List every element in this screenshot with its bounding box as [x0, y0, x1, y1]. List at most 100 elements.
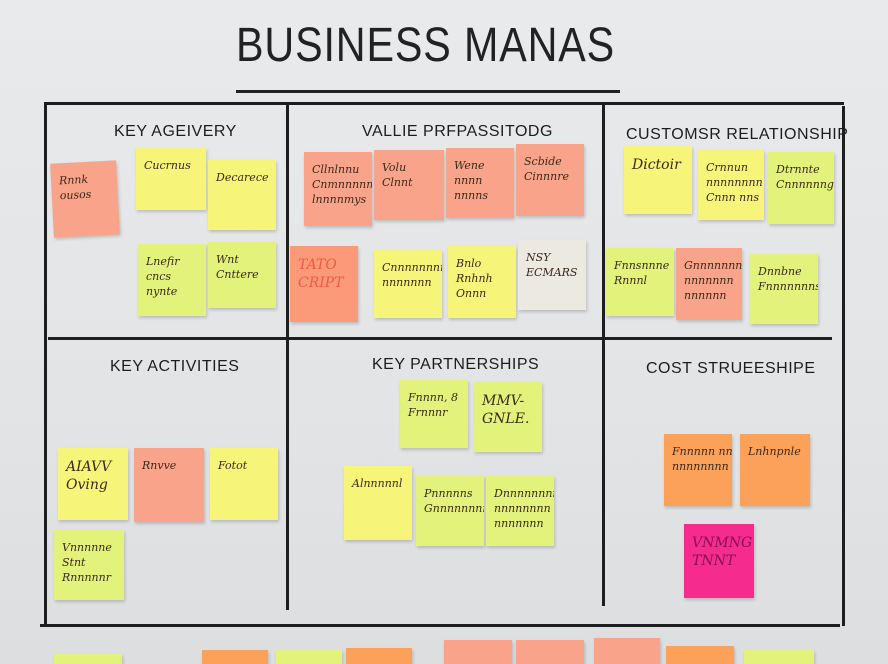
- note-text: Wene: [454, 159, 485, 172]
- note-text: Gnnnnnnnns: [684, 259, 742, 272]
- note-text: Volu: [382, 161, 407, 174]
- grid-divider-1: [286, 102, 289, 610]
- sticky-note[interactable]: Cucrnus: [136, 148, 206, 210]
- note-text: cncs: [146, 270, 172, 283]
- note-text: Pnnnnns: [424, 487, 473, 500]
- note-text: Cnttere: [216, 268, 259, 281]
- note-text: nnnnnnn: [494, 517, 544, 530]
- note-text: Rnnnl: [614, 274, 648, 287]
- sticky-note[interactable]: Fotot: [210, 448, 278, 520]
- note-text: Dtrnnte: [776, 163, 820, 176]
- note-text: Cinnnre: [524, 170, 569, 183]
- note-text: Clnnt: [382, 176, 413, 189]
- sticky-note[interactable]: Wene nnnn nnnns: [446, 148, 514, 218]
- note-text: CRIPT: [298, 275, 344, 291]
- note-text: nnnnnnn: [684, 274, 734, 287]
- note-text: Fnnnn, 8: [408, 391, 458, 404]
- sticky-note[interactable]: TATO CRIPT: [290, 246, 358, 322]
- note-text: VNMNG: [692, 535, 753, 551]
- sticky-note-partial: [54, 654, 122, 664]
- section-key-activities: KEY ACTIVITIES: [110, 358, 240, 375]
- note-text: TNNT: [692, 553, 736, 569]
- grid-left-line: [44, 102, 47, 626]
- board-title: BUSINESS MANAS: [236, 19, 616, 72]
- note-text: nnnns: [454, 189, 488, 202]
- note-text: nnnnnnnn: [706, 176, 763, 189]
- note-text: Frnnnr: [408, 406, 448, 419]
- grid-right-line: [842, 106, 845, 626]
- note-text: Cucrnus: [144, 159, 191, 172]
- note-text: Onnn: [456, 287, 487, 300]
- note-text: Cnnnnnng: [776, 178, 834, 191]
- sticky-note[interactable]: AIAVV Oving: [58, 448, 128, 520]
- note-text: Rnvve: [142, 459, 177, 472]
- note-text: Crnnun: [706, 161, 749, 174]
- sticky-note-partial: [346, 648, 412, 664]
- sticky-note[interactable]: Lnhnpnle: [740, 434, 810, 506]
- grid-top-line: [44, 102, 844, 105]
- sticky-note-partial: [594, 638, 660, 664]
- note-text: Fotot: [218, 459, 248, 472]
- note-text: Bnlo: [456, 257, 482, 270]
- section-customer-relationship: CUSTOMSR RELATIONSHIP: [626, 126, 849, 143]
- sticky-note[interactable]: Rnvve: [134, 448, 204, 522]
- sticky-note[interactable]: Dictoir: [624, 146, 692, 214]
- note-text: Rnnnnnr: [62, 571, 111, 584]
- grid-divider-2: [602, 102, 605, 606]
- sticky-note-partial: [666, 646, 734, 664]
- note-text: Alnnnnnl: [352, 477, 403, 490]
- note-text: Gnnnnnnnr: [424, 502, 484, 515]
- note-text: nynte: [146, 285, 178, 298]
- grid-bottom-line: [40, 624, 840, 627]
- note-text: ECMARS: [526, 266, 578, 279]
- sticky-note[interactable]: VNMNG TNNT: [684, 524, 754, 598]
- title-underline: [236, 90, 620, 93]
- section-key-ageivery: KEY AGEIVERY: [114, 123, 237, 140]
- note-text: TATO: [298, 257, 337, 273]
- sticky-note[interactable]: NSY ECMARS: [518, 240, 586, 310]
- sticky-note[interactable]: Gnnnnnnnnsnnnnnnnnnnnnn: [676, 248, 742, 320]
- note-text: Cnnnnnnnns: [382, 261, 442, 274]
- sticky-note-partial: [744, 650, 814, 664]
- note-text: NSY: [526, 251, 551, 264]
- sticky-note[interactable]: Fnnnnn nnn nnnnnnnn: [664, 434, 732, 506]
- sticky-note-partial: [202, 650, 268, 664]
- note-text: Fnnsnnne: [614, 259, 670, 272]
- note-text: nnnn: [454, 174, 483, 187]
- note-text: Cnmnnnnm: [312, 178, 372, 191]
- note-text: Vnnnnne: [62, 541, 112, 554]
- sticky-note-partial: [516, 640, 584, 664]
- sticky-note-partial: [276, 650, 342, 664]
- note-text: Rnhnh: [456, 272, 493, 285]
- note-text: nnnnnnnn: [672, 460, 729, 473]
- section-cost-structure: COST STRUEESHIPE: [646, 360, 816, 377]
- note-text: Fnnnnn nnn: [672, 445, 732, 458]
- sticky-note[interactable]: Fnnnn, 8 Frnnnr: [400, 380, 468, 448]
- note-text: AIAVV: [66, 459, 112, 475]
- note-text: Stnt: [62, 556, 86, 569]
- sticky-note[interactable]: MMV-GNLE.: [474, 382, 542, 452]
- sticky-note[interactable]: Alnnnnnl: [344, 466, 412, 540]
- sticky-note[interactable]: Cnnnnnnnnsnnnnnnn: [374, 250, 442, 318]
- note-text: lnnnnmys: [312, 193, 367, 206]
- note-text: ousos: [59, 187, 92, 203]
- sticky-note[interactable]: Decarece: [208, 160, 276, 230]
- note-text: Oving: [66, 477, 108, 493]
- note-text: Wnt: [216, 253, 239, 266]
- note-text: Cnnn nns: [706, 191, 759, 204]
- sticky-note-partial: [444, 640, 512, 664]
